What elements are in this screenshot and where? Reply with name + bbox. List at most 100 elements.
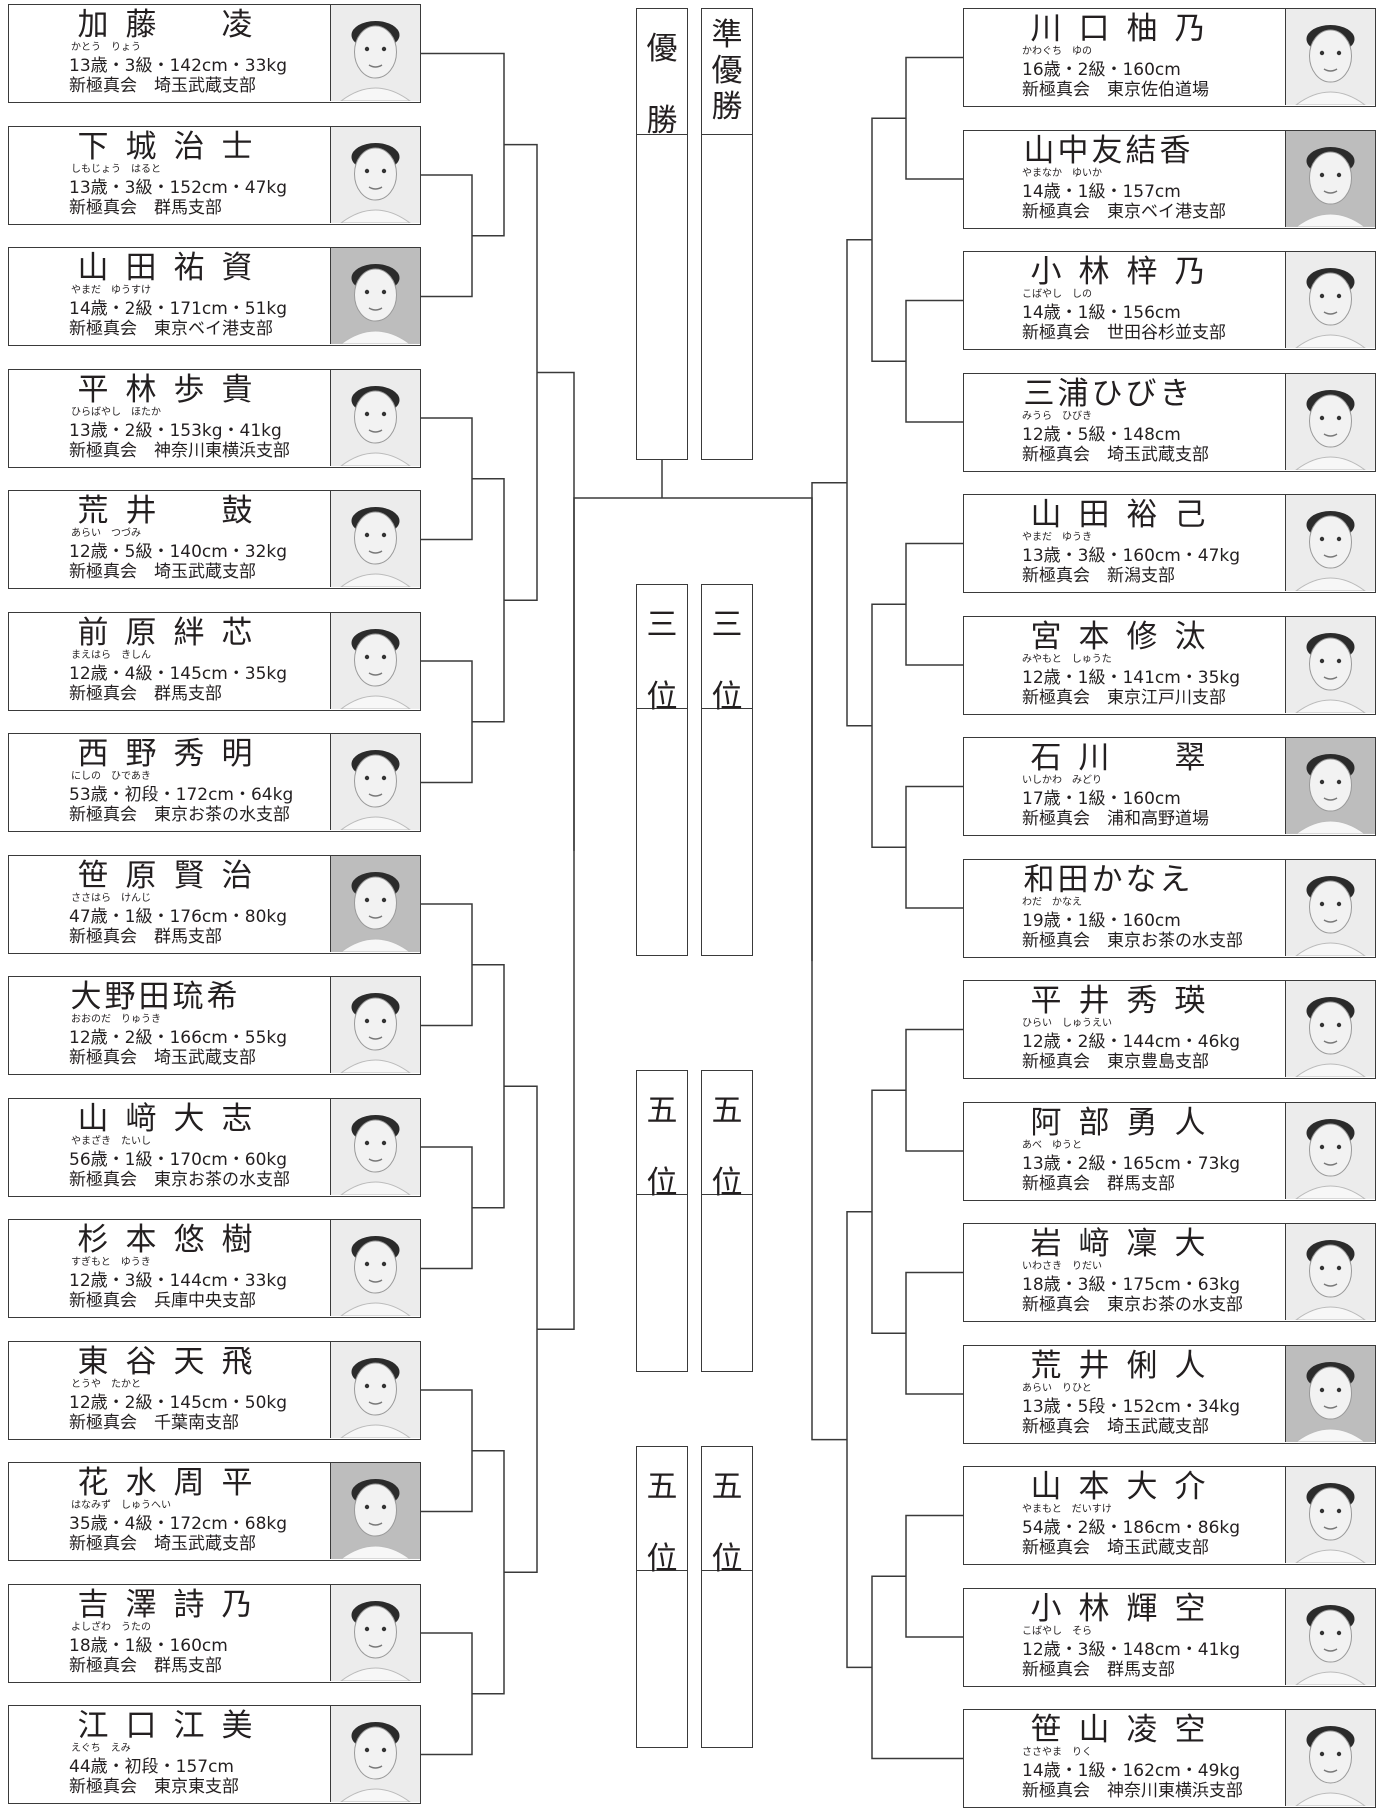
award-label: 三位: [637, 585, 687, 715]
competitor-dojo: 新極真会 埼玉武蔵支部: [1022, 1538, 1209, 1558]
competitor-name: 小林梓乃: [1030, 254, 1206, 290]
competitor-stats: 12歳・3級・148cm・41kg: [1022, 1639, 1241, 1660]
competitor-photo: [1285, 9, 1375, 105]
competitor-name: 杉本悠樹: [77, 1222, 253, 1258]
competitor-name: 前原絆芯: [77, 614, 253, 651]
competitor-dojo: 新極真会 埼玉武蔵支部: [69, 1048, 256, 1068]
competitor-stats: 17歳・1級・160cm: [1022, 789, 1181, 809]
competitor-dojo: 新極真会 神奈川東横浜支部: [69, 440, 290, 461]
award-box-4: 三位: [701, 584, 753, 956]
competitor-photo: [1285, 495, 1375, 591]
competitor-name: 三浦ひびき: [1023, 375, 1191, 412]
competitor-kana: やまだ ゆうき: [1022, 532, 1092, 543]
competitor-dojo: 新極真会 群馬支部: [69, 197, 222, 218]
face-photo-icon: [1286, 252, 1375, 348]
competitor-dojo: 新極真会 世田谷杉並支部: [1022, 323, 1226, 343]
competitor-stats: 44歳・初段・157cm: [69, 1757, 234, 1777]
competitor-stats: 13歳・2級・165cm・73kg: [1022, 1153, 1241, 1174]
competitor-dojo: 新極真会 東京豊島支部: [1022, 1052, 1209, 1072]
face-photo-icon: [331, 248, 420, 344]
competitor-name: 石川翠: [1030, 740, 1206, 776]
competitor-stats: 13歳・3級・160cm・47kg: [1022, 546, 1241, 566]
face-photo-icon: [1286, 738, 1375, 834]
competitor-name: 小林輝空: [1030, 1590, 1206, 1627]
face-photo-icon: [331, 1098, 420, 1195]
competitor-kana: しもじょう はると: [71, 163, 161, 175]
competitor-photo: [1285, 1224, 1375, 1320]
competitor-photo: [1285, 1345, 1375, 1442]
competitor-name: 荒井鼓: [77, 493, 253, 529]
competitor-dojo: 新極真会 東京お茶の水支部: [1022, 930, 1243, 951]
competitor-kana: よしざわ うたの: [71, 1621, 151, 1633]
competitor-name: 西野秀明: [77, 736, 253, 772]
competitor-photo: [1285, 981, 1375, 1077]
competitor-kana: いわさき りだい: [1022, 1261, 1102, 1272]
competitor-kana: すぎもと ゆうき: [71, 1257, 151, 1268]
competitor-kana: まえはら きしん: [71, 649, 151, 661]
competitor-kana: こばやし しの: [1022, 289, 1092, 300]
competitor-stats: 53歳・初段・172cm・64kg: [69, 785, 294, 805]
face-photo-icon: [1286, 1345, 1375, 1442]
award-label: 準優勝: [702, 9, 752, 135]
competitor-dojo: 新極真会 東京ベイ港支部: [69, 319, 273, 339]
competitor-kana: わだ かなえ: [1022, 896, 1082, 908]
competitor-stats: 14歳・1級・156cm: [1022, 303, 1181, 323]
competitor-photo: [1285, 738, 1375, 834]
face-photo-icon: [331, 369, 420, 466]
competitor-kana: はなみず しゅうへい: [71, 1500, 171, 1511]
competitor-stats: 12歳・2級・145cm・50kg: [69, 1392, 288, 1413]
competitor-stats: 13歳・3級・142cm・33kg: [69, 56, 288, 76]
competitor-stats: 12歳・2級・166cm・55kg: [69, 1028, 288, 1048]
competitor-photo: [330, 1463, 420, 1559]
competitor-kana: おおのだ りゅうき: [71, 1014, 161, 1025]
face-photo-icon: [331, 977, 420, 1073]
competitor-photo: [330, 369, 420, 466]
competitor-dojo: 新極真会 神奈川東横浜支部: [1022, 1781, 1243, 1801]
competitor-photo: [1285, 859, 1375, 956]
competitor-photo: [1285, 1710, 1375, 1806]
competitor-stats: 13歳・5段・152cm・34kg: [1022, 1396, 1241, 1417]
competitor-photo: [330, 1584, 420, 1681]
face-photo-icon: [1286, 9, 1375, 105]
competitor-name: 笹山凌空: [1030, 1712, 1206, 1748]
award-box-8: 五位: [701, 1446, 753, 1748]
competitor-name: 江口江美: [77, 1708, 253, 1744]
competitor-name: 吉澤詩乃: [77, 1586, 253, 1623]
competitor-kana: こばやし そら: [1022, 1625, 1092, 1637]
competitor-kana: あらい りひと: [1022, 1382, 1092, 1394]
competitor-photo: [330, 1706, 420, 1802]
competitor-name: 山本大介: [1030, 1469, 1206, 1505]
award-box-7: 五位: [636, 1446, 688, 1748]
face-photo-icon: [1286, 1588, 1375, 1685]
face-photo-icon: [331, 1463, 420, 1559]
competitor-name: 平林歩貴: [77, 371, 253, 408]
competitor-kana: みうら ひびき: [1022, 410, 1092, 422]
competitor-dojo: 新極真会 東京お茶の水支部: [69, 805, 290, 825]
award-label: 五位: [637, 1447, 687, 1577]
face-photo-icon: [1286, 373, 1375, 470]
competitor-photo: [1285, 616, 1375, 713]
award-box-6: 五位: [701, 1070, 753, 1372]
competitor-dojo: 新極真会 東京ベイ港支部: [1022, 201, 1226, 222]
competitor-photo: [330, 977, 420, 1073]
competitor-stats: 14歳・1級・157cm: [1022, 181, 1181, 202]
face-photo-icon: [1286, 616, 1375, 713]
competitor-name: 阿部勇人: [1030, 1104, 1206, 1141]
competitor-dojo: 新極真会 埼玉武蔵支部: [69, 1534, 256, 1554]
competitor-kana: かわぐち ゆの: [1022, 46, 1092, 57]
competitor-name: 和田かなえ: [1023, 861, 1191, 898]
